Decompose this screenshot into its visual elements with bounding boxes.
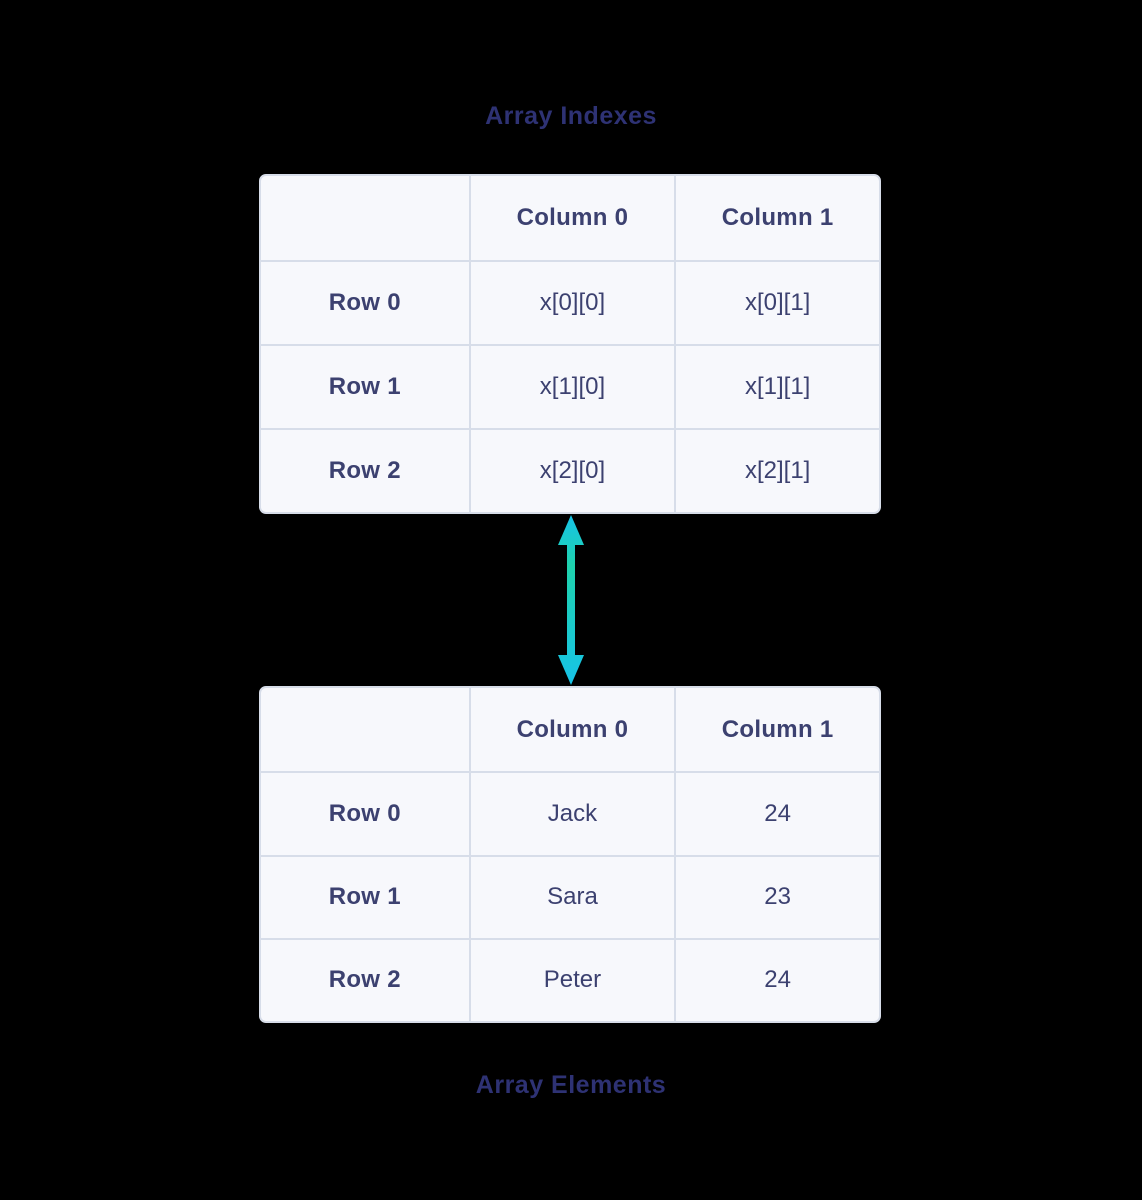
- element-cell: 23: [674, 854, 879, 938]
- array-indexes-table: Column 0 Column 1 Row 0 x[0][0] x[0][1] …: [259, 174, 881, 514]
- element-cell: Jack: [468, 771, 675, 855]
- row-label: Row 0: [261, 260, 469, 344]
- array-elements-table: Column 0 Column 1 Row 0 Jack 24 Row 1 Sa…: [259, 686, 881, 1023]
- index-cell: x[1][0]: [468, 344, 675, 428]
- column-header: Column 1: [674, 176, 879, 260]
- row-label: Row 2: [261, 937, 469, 1021]
- index-cell: x[1][1]: [674, 344, 879, 428]
- index-cell: x[0][0]: [468, 260, 675, 344]
- corner-blank-cell: [261, 176, 469, 260]
- row-label: Row 1: [261, 344, 469, 428]
- element-cell: 24: [674, 937, 879, 1021]
- element-cell: Peter: [468, 937, 675, 1021]
- row-label: Row 2: [261, 428, 469, 512]
- element-cell: Sara: [468, 854, 675, 938]
- index-cell: x[2][0]: [468, 428, 675, 512]
- column-header: Column 1: [674, 688, 879, 772]
- row-label: Row 1: [261, 854, 469, 938]
- element-cell: 24: [674, 771, 879, 855]
- indexes-table-title: Array Indexes: [485, 102, 657, 130]
- column-header: Column 0: [468, 688, 675, 772]
- index-cell: x[0][1]: [674, 260, 879, 344]
- column-header: Column 0: [468, 176, 675, 260]
- corner-blank-cell: [261, 688, 469, 771]
- row-label: Row 0: [261, 771, 469, 854]
- bidirectional-arrow-icon: [555, 515, 587, 685]
- elements-table-title: Array Elements: [475, 1071, 667, 1099]
- index-cell: x[2][1]: [674, 428, 879, 512]
